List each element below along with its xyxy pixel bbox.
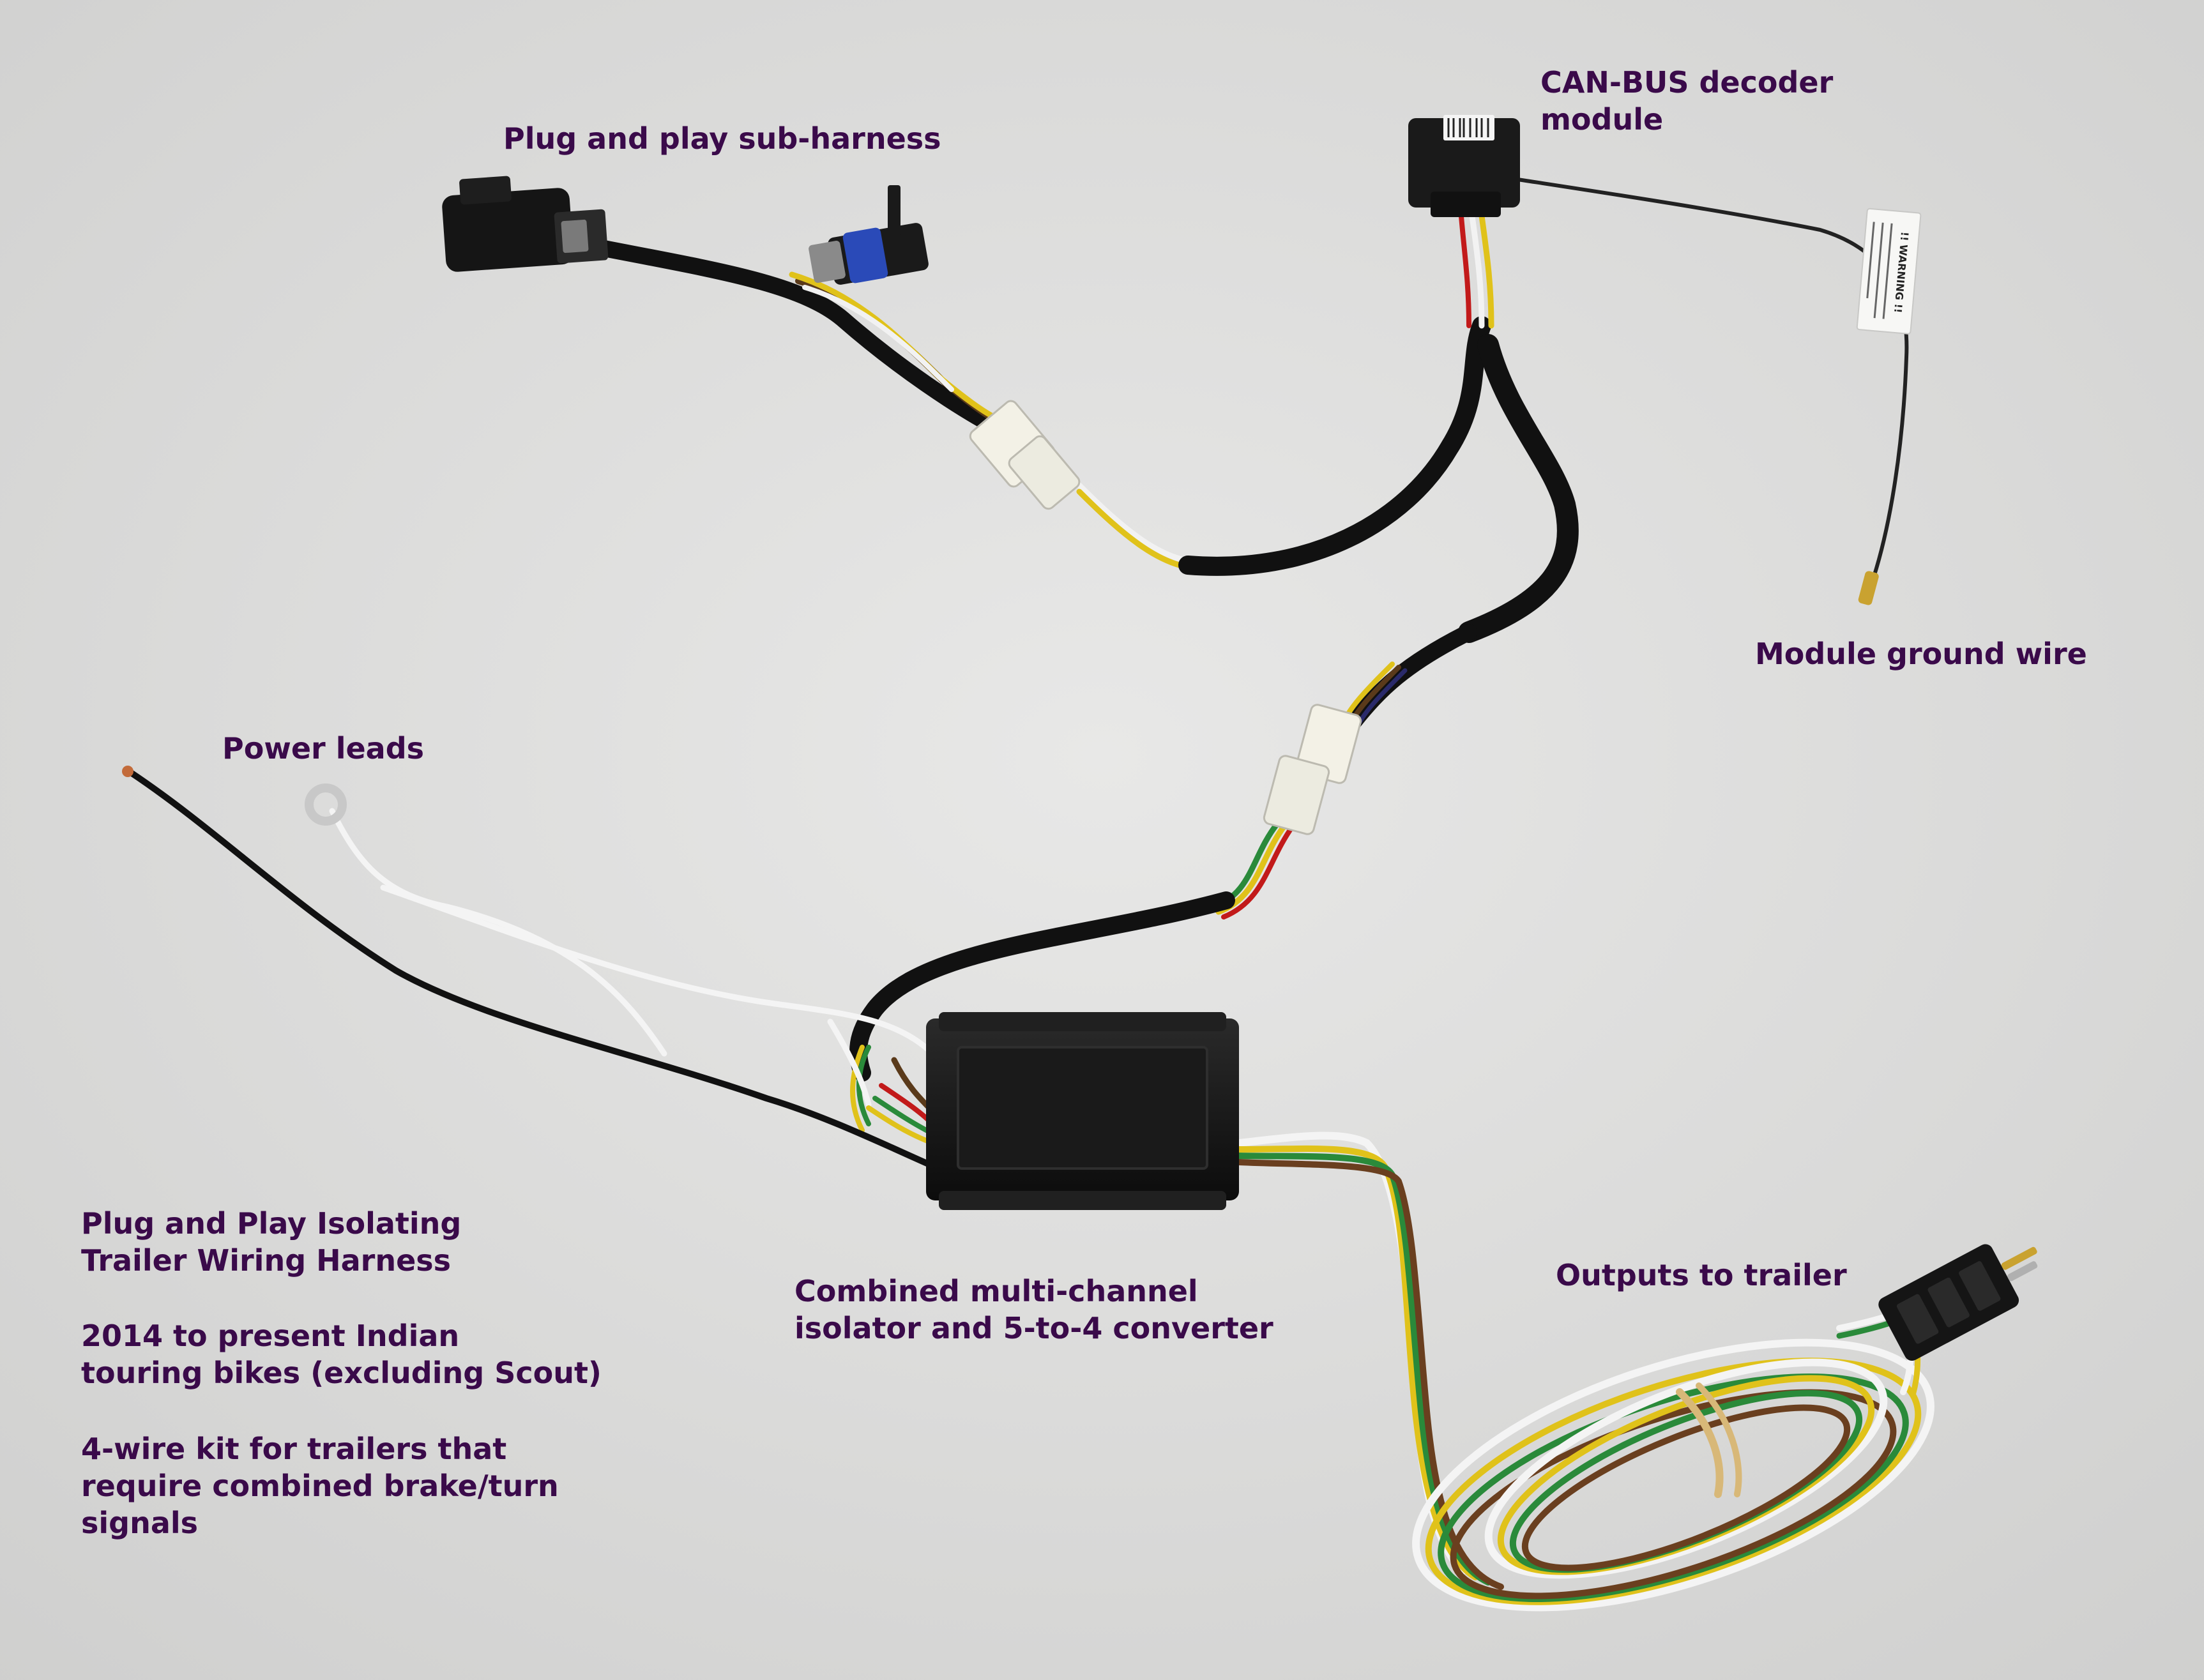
sub-harness-wires — [566, 234, 1491, 576]
feed-to-isolator — [849, 821, 1295, 1133]
label-kit-note: 4-wire kit for trailers that require com… — [81, 1432, 559, 1540]
label-isolator-converter: Combined multi-channel isolator and 5-to… — [794, 1274, 1273, 1345]
label-module-ground-wire: Module ground wire — [1755, 637, 2087, 671]
power-leads — [122, 766, 942, 1172]
label-can-bus-decoder: CAN-BUS decoder module — [1540, 65, 1834, 137]
label-outputs-to-trailer: Outputs to trailer — [1556, 1258, 1847, 1292]
warning-tag: !! WARNING !! — [1856, 208, 1922, 335]
inline-plugs — [969, 400, 1362, 835]
isolator-converter-box — [926, 1012, 1239, 1210]
output-wires — [1235, 1131, 1934, 1612]
trailer-flat4-plug — [1878, 1244, 2038, 1361]
can-bus-decoder-module — [1408, 115, 1520, 217]
label-product-title: Plug and Play Isolating Trailer Wiring H… — [81, 1206, 462, 1278]
sub-harness-connectors — [442, 176, 929, 285]
label-sub-harness: Plug and play sub-harness — [503, 121, 941, 156]
label-fitment: 2014 to present Indian touring bikes (ex… — [81, 1319, 602, 1390]
label-power-leads: Power leads — [222, 731, 425, 766]
